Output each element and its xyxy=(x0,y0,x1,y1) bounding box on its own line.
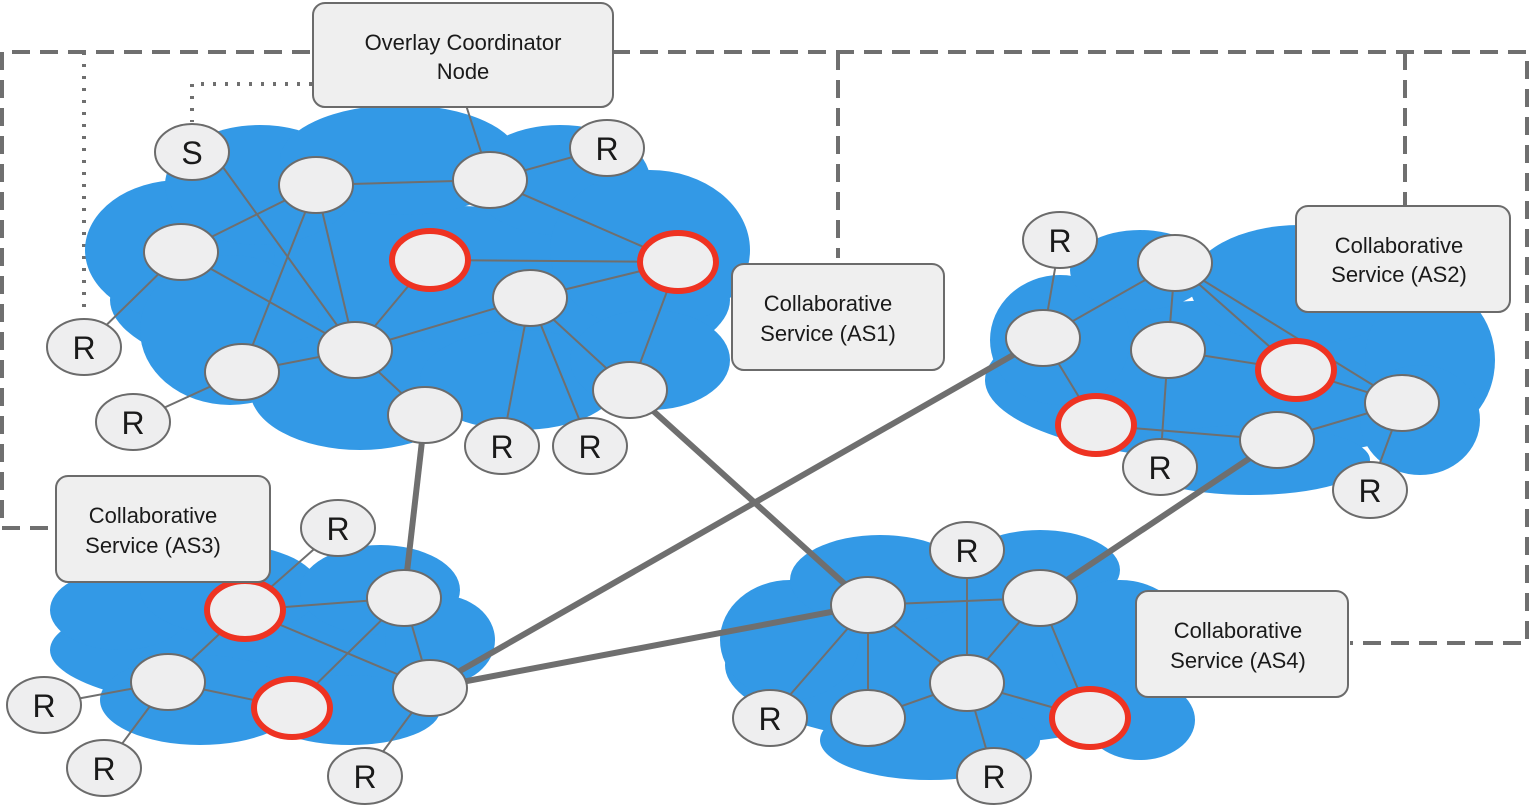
receiver-node: R xyxy=(6,676,82,734)
receiver-node: R xyxy=(1332,461,1408,519)
receiver-label: R xyxy=(490,429,513,465)
node xyxy=(392,659,468,717)
service-box-as4: Collaborative Service (AS4) xyxy=(1135,590,1349,698)
receiver-label: R xyxy=(578,429,601,465)
receiver-node: R xyxy=(569,119,645,177)
node xyxy=(317,321,393,379)
overlay-control-lines xyxy=(82,52,312,316)
service-as2-line2: Service (AS2) xyxy=(1331,262,1467,287)
receiver-label: R xyxy=(955,533,978,569)
service-as4-line1: Collaborative xyxy=(1174,618,1302,643)
receiver-node: R xyxy=(1122,438,1198,496)
highlighted-node xyxy=(251,676,333,740)
receiver-label: R xyxy=(758,701,781,737)
highlighted-node xyxy=(1055,393,1137,457)
coordinator-label-line2: Node xyxy=(437,59,490,84)
node xyxy=(1002,569,1078,627)
receiver-node: R xyxy=(66,739,142,797)
receiver-node: R xyxy=(1022,211,1098,269)
node xyxy=(929,654,1005,712)
receiver-node: R xyxy=(929,521,1005,579)
receiver-node: R xyxy=(552,417,628,475)
node xyxy=(830,689,906,747)
receiver-label: R xyxy=(982,759,1005,795)
source-label: S xyxy=(181,135,202,171)
dashed-boundary-top xyxy=(612,50,1529,645)
node xyxy=(204,343,280,401)
receiver-label: R xyxy=(595,131,618,167)
receiver-label: R xyxy=(32,688,55,724)
receiver-label: R xyxy=(1358,473,1381,509)
service-as3-line1: Collaborative xyxy=(89,503,217,528)
node xyxy=(1239,411,1315,469)
service-box-as2: Collaborative Service (AS2) xyxy=(1295,205,1511,313)
receiver-label: R xyxy=(121,405,144,441)
node xyxy=(492,269,568,327)
service-box-as1: Collaborative Service (AS1) xyxy=(731,263,945,371)
receiver-label: R xyxy=(72,330,95,366)
node xyxy=(830,576,906,634)
dashed-boundary-outer xyxy=(0,50,310,530)
endpoint-nodes: S R R R R R R R xyxy=(6,119,1408,805)
receiver-node: R xyxy=(95,393,171,451)
highlighted-node xyxy=(1255,338,1337,402)
service-as4-line2: Service (AS4) xyxy=(1170,648,1306,673)
receiver-node: R xyxy=(464,417,540,475)
service-as3-line2: Service (AS3) xyxy=(85,533,221,558)
node xyxy=(1137,234,1213,292)
node xyxy=(592,361,668,419)
receiver-node: R xyxy=(46,318,122,376)
highlighted-node xyxy=(1049,686,1131,750)
receiver-node: R xyxy=(300,499,376,557)
receiver-node: R xyxy=(732,689,808,747)
receiver-label: R xyxy=(353,759,376,795)
node xyxy=(278,156,354,214)
node xyxy=(387,386,463,444)
receiver-label: R xyxy=(1148,450,1171,486)
node xyxy=(366,569,442,627)
overlay-coordinator-box: Overlay Coordinator Node xyxy=(312,2,614,108)
node xyxy=(1130,321,1206,379)
overlay-boundaries xyxy=(0,50,1529,645)
service-as2-line1: Collaborative xyxy=(1335,233,1463,258)
node xyxy=(452,151,528,209)
receiver-label: R xyxy=(92,751,115,787)
highlighted-nodes xyxy=(204,228,1337,750)
node xyxy=(1005,309,1081,367)
node xyxy=(130,653,206,711)
service-as1-line2: Service (AS1) xyxy=(760,321,896,346)
dotted-line-source xyxy=(190,82,312,122)
source-node: S xyxy=(154,123,230,181)
overlay-nodes xyxy=(130,151,1440,747)
node xyxy=(143,223,219,281)
node xyxy=(1364,374,1440,432)
inter-domain-links xyxy=(401,335,1279,691)
receiver-node: R xyxy=(956,747,1032,805)
receiver-node: R xyxy=(327,747,403,805)
service-box-as3: Collaborative Service (AS3) xyxy=(55,475,271,583)
receiver-label: R xyxy=(326,511,349,547)
highlighted-node xyxy=(204,578,286,642)
highlighted-node xyxy=(637,230,719,294)
coordinator-label-line1: Overlay Coordinator xyxy=(365,30,562,55)
highlighted-node xyxy=(389,228,471,292)
receiver-label: R xyxy=(1048,223,1071,259)
service-as1-line1: Collaborative xyxy=(764,291,892,316)
